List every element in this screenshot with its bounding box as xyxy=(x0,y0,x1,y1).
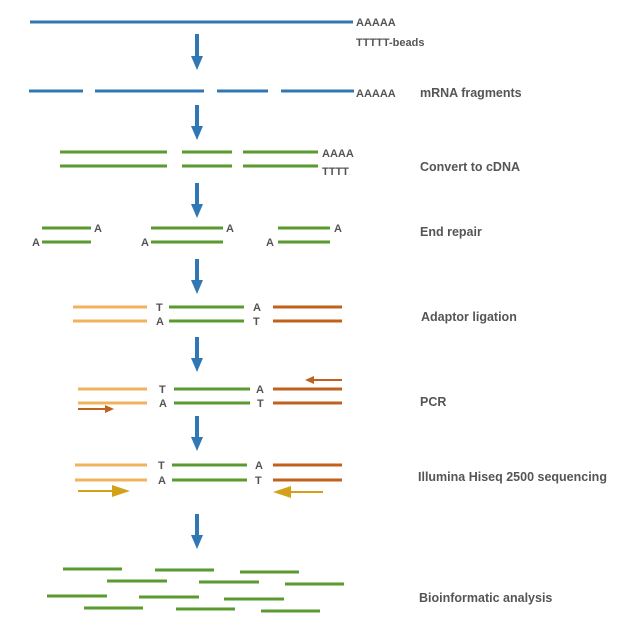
down-arrow-icon xyxy=(191,416,203,451)
step-label-end-repair: End repair xyxy=(420,225,482,239)
base-a-label: A xyxy=(266,237,274,249)
step-mrna: AAAAA TTTTT-beads xyxy=(30,17,424,49)
cdna-bottom-label: TTTT xyxy=(322,166,349,178)
step-fragments: AAAAA mRNA fragments xyxy=(29,86,522,100)
flow-arrows xyxy=(191,34,203,549)
base-t-label: T xyxy=(257,398,264,410)
step-label-pcr: PCR xyxy=(420,395,446,409)
step-label-adaptor-ligation: Adaptor ligation xyxy=(421,310,517,324)
step-pcr: T A A T PCR xyxy=(78,376,446,413)
base-a-label: A xyxy=(334,223,342,235)
cdna-top-label: AAAA xyxy=(322,148,354,160)
beads-label: TTTTT-beads xyxy=(356,37,424,49)
down-arrow-icon xyxy=(191,183,203,218)
base-t-label: T xyxy=(255,475,262,487)
step-end-repair: A A A A A A End repair xyxy=(32,223,482,249)
down-arrow-icon xyxy=(191,514,203,549)
fragments-polya-label: AAAAA xyxy=(356,88,396,100)
step-label-sequencing: Illumina Hiseq 2500 sequencing xyxy=(418,470,607,484)
step-cdna: AAAA TTTT Convert to cDNA xyxy=(60,148,520,178)
down-arrow-icon xyxy=(191,34,203,70)
base-t-label: T xyxy=(158,460,165,472)
base-a-label: A xyxy=(253,302,261,314)
sequencing-arrowhead-icon xyxy=(273,486,291,498)
base-a-label: A xyxy=(255,460,263,472)
step-label-fragments: mRNA fragments xyxy=(420,86,522,100)
down-arrow-icon xyxy=(191,105,203,140)
base-a-label: A xyxy=(256,384,264,396)
base-a-label: A xyxy=(226,223,234,235)
base-t-label: T xyxy=(159,384,166,396)
base-a-label: A xyxy=(159,398,167,410)
base-a-label: A xyxy=(141,237,149,249)
step-label-analysis: Bioinformatic analysis xyxy=(419,591,552,605)
base-a-label: A xyxy=(94,223,102,235)
step-adaptor-ligation: T A A T Adaptor ligation xyxy=(73,302,517,328)
base-t-label: T xyxy=(156,302,163,314)
primer-arrowhead-icon xyxy=(105,405,114,413)
down-arrow-icon xyxy=(191,259,203,294)
sequencing-arrowhead-icon xyxy=(112,485,130,497)
step-label-cdna: Convert to cDNA xyxy=(420,160,520,174)
mrna-polya-label: AAAAA xyxy=(356,17,396,29)
primer-arrowhead-icon xyxy=(305,376,314,384)
base-a-label: A xyxy=(32,237,40,249)
down-arrow-icon xyxy=(191,337,203,372)
step-sequencing: T A A T Illumina Hiseq 2500 sequencing xyxy=(75,460,607,498)
base-t-label: T xyxy=(253,316,260,328)
base-a-label: A xyxy=(158,475,166,487)
base-a-label: A xyxy=(156,316,164,328)
step-analysis: Bioinformatic analysis xyxy=(47,567,552,613)
